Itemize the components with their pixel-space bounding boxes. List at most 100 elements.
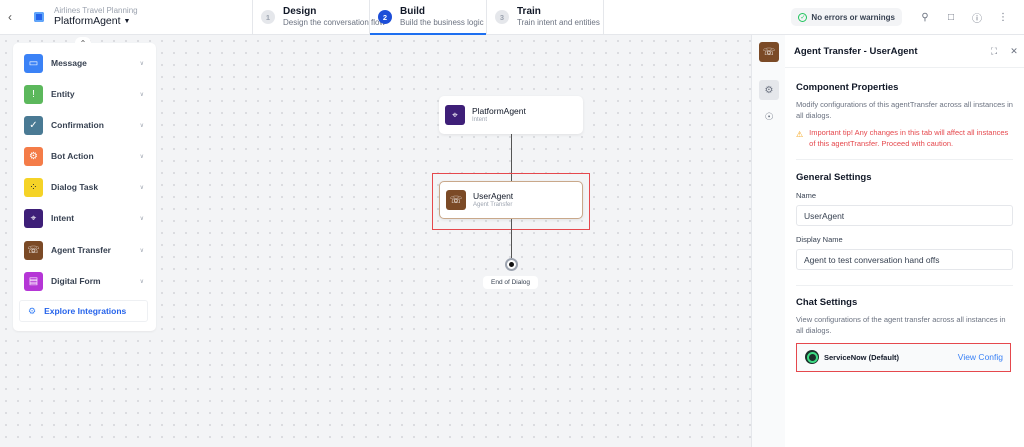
section-desc: View configurations of the agent transfe… — [796, 315, 1006, 336]
palette-item-entity[interactable]: ! Entity ∨ — [24, 84, 144, 104]
project-dropdown[interactable]: PlatformAgent ▼ — [54, 14, 138, 28]
warning-icon: ⚠ — [796, 129, 804, 139]
back-icon[interactable]: ‹ — [8, 10, 12, 24]
chevron-down-icon: ∨ — [139, 184, 144, 191]
step-title: Design — [283, 6, 317, 18]
expand-icon[interactable]: ⛶ — [990, 45, 998, 56]
caret-down-icon: ▼ — [123, 17, 131, 25]
node-subtitle: Intent — [472, 116, 488, 123]
warning-tip: ⚠ Important tip! Any changes in this tab… — [796, 127, 1013, 150]
bot-action-icon: ⚙ — [24, 146, 43, 166]
palette-item-confirmation[interactable]: ✓ Confirmation ∨ — [24, 115, 144, 135]
chevron-down-icon: ∨ — [139, 153, 144, 160]
chevron-down-icon: ∨ — [139, 278, 144, 285]
palette-item-message[interactable]: ▭ Message ∨ — [24, 53, 144, 73]
step-desc: Design the conversation flow — [283, 18, 386, 28]
chevron-down-icon: ∨ — [139, 122, 144, 129]
end-of-dialog-label: End of Dialog — [483, 276, 539, 289]
project-switcher-area: ‹ Airlines Travel Planning PlatformAgent… — [0, 0, 253, 34]
section-title: General Settings — [796, 172, 872, 183]
step-desc: Train intent and entities — [517, 18, 600, 28]
servicenow-config-row: ServiceNow (Default) View Config — [796, 342, 1011, 372]
step-desc: Build the business logic — [400, 18, 484, 28]
section-desc: Modify configurations of this agentTrans… — [796, 100, 1013, 121]
step-title: Build — [400, 6, 425, 18]
palette-item-label: Message — [51, 58, 87, 68]
chevron-down-icon: ∨ — [139, 60, 144, 67]
palette-item-bot-action[interactable]: ⚙ Bot Action ∨ — [24, 146, 144, 166]
palette-item-label: Digital Form — [51, 276, 101, 286]
node-title: PlatformAgent — [472, 105, 526, 116]
name-label: Name — [796, 191, 817, 200]
search-icon[interactable]: ⚲ — [921, 11, 929, 23]
palette-item-label: Bot Action — [51, 151, 94, 161]
target-icon[interactable]: ☉ — [764, 111, 774, 123]
display-name-field[interactable]: Agent to test conversation hand offs — [796, 249, 1013, 270]
panel-rail: ☏ ⚙ ☉ — [751, 35, 785, 447]
end-node-icon[interactable] — [505, 258, 518, 271]
chevron-down-icon: ∨ — [139, 247, 144, 254]
connector-line — [511, 219, 512, 258]
step-number: 3 — [495, 10, 509, 24]
palette-item-dialog-task[interactable]: ⁘ Dialog Task ∨ — [24, 177, 144, 197]
name-field[interactable]: UserAgent — [796, 205, 1013, 226]
more-icon[interactable]: ⋮ — [998, 11, 1008, 23]
component-properties-section: Component Properties Modify configuratio… — [785, 68, 1024, 149]
view-config-link[interactable]: View Config — [957, 352, 1003, 362]
divider — [796, 285, 1013, 286]
flow-node-intent[interactable]: ⌖ PlatformAgent Intent — [439, 96, 583, 134]
explore-integrations-button[interactable]: ⚙ Explore Integrations — [19, 300, 148, 322]
chat-icon[interactable]: □ — [947, 11, 955, 23]
panel-header: Agent Transfer - UserAgent ⛶ ✕ — [785, 35, 1024, 68]
tab-design[interactable]: 1 Design Design the conversation flow — [253, 0, 385, 34]
check-circle-icon: ✓ — [798, 12, 808, 22]
project-subtitle: Airlines Travel Planning — [54, 5, 138, 15]
flow-node-agent-transfer[interactable]: ☏ UserAgent Agent Transfer — [439, 181, 583, 219]
step-title: Train — [517, 6, 541, 18]
palette-item-digital-form[interactable]: ▤ Digital Form ∨ — [24, 271, 144, 291]
close-icon[interactable]: ✕ — [1010, 45, 1018, 56]
palette-item-agent-transfer[interactable]: ☏ Agent Transfer ∨ — [24, 240, 144, 260]
palette-item-label: Agent Transfer — [51, 245, 111, 255]
step-tabs: 1 Design Design the conversation flow 2 … — [253, 0, 604, 35]
top-bar: ‹ Airlines Travel Planning PlatformAgent… — [0, 0, 1024, 35]
app-icon — [34, 12, 44, 22]
intent-icon: ⌖ — [445, 105, 465, 125]
divider — [796, 159, 1013, 160]
palette-item-label: Intent — [51, 213, 75, 223]
agent-transfer-icon: ☏ — [24, 240, 43, 260]
tab-build[interactable]: 2 Build Build the business logic — [370, 0, 487, 35]
component-palette: ⌃ ▭ Message ∨ ! Entity ∨ ✓ Confirmation … — [13, 37, 156, 331]
dialog-task-icon: ⁘ — [24, 177, 43, 197]
step-number: 2 — [378, 10, 392, 24]
chevron-up-icon[interactable]: ⌃ — [75, 37, 91, 49]
flow-canvas[interactable]: ⌃ ▭ Message ∨ ! Entity ∨ ✓ Confirmation … — [0, 35, 751, 447]
project-name: PlatformAgent — [54, 14, 121, 27]
settings-icon[interactable]: ⚙ — [759, 80, 779, 100]
intent-icon: ⌖ — [24, 208, 43, 228]
properties-panel: Agent Transfer - UserAgent ⛶ ✕ Component… — [785, 35, 1024, 447]
help-icon[interactable]: ⓘ — [972, 13, 982, 25]
step-number: 1 — [261, 10, 275, 24]
agent-transfer-icon: ☏ — [446, 190, 466, 210]
digital-form-icon: ▤ — [24, 271, 43, 291]
warning-text: Important tip! Any changes in this tab w… — [809, 127, 1009, 148]
confirmation-icon: ✓ — [24, 115, 43, 135]
integrations-icon: ⚙ — [28, 305, 37, 316]
section-title: Component Properties — [796, 82, 899, 93]
status-text: No errors or warnings — [811, 12, 895, 22]
general-settings-section: General Settings Name UserAgent Display … — [785, 160, 1024, 270]
palette-item-intent[interactable]: ⌖ Intent ∨ — [24, 208, 144, 228]
connector-line — [511, 134, 512, 182]
provider-name: ServiceNow (Default) — [824, 352, 900, 362]
display-name-label: Display Name — [796, 235, 843, 244]
chevron-down-icon: ∨ — [139, 91, 144, 98]
agent-transfer-icon: ☏ — [759, 42, 779, 62]
status-badge[interactable]: ✓ No errors or warnings — [791, 8, 902, 26]
message-icon: ▭ — [24, 53, 43, 73]
tab-train[interactable]: 3 Train Train intent and entities — [487, 0, 604, 34]
chat-settings-section: Chat Settings View configurations of the… — [785, 286, 1024, 372]
servicenow-logo-icon — [805, 350, 819, 364]
entity-icon: ! — [24, 84, 43, 104]
project-info: Airlines Travel Planning PlatformAgent ▼ — [54, 5, 138, 28]
